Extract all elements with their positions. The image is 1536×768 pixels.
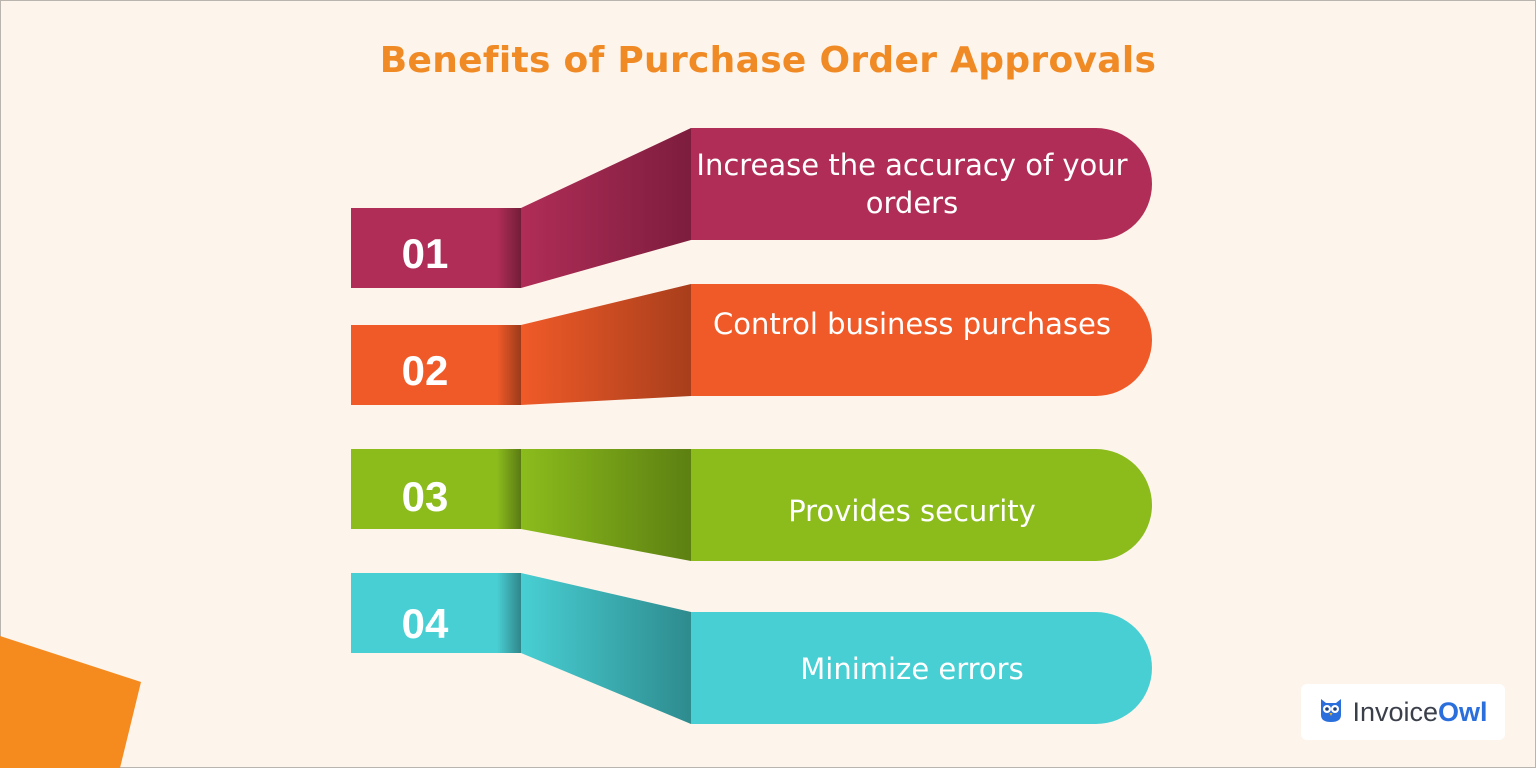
connector-01 [521, 128, 691, 288]
item-number-02: 02 [401, 347, 449, 394]
number-tab-01 [351, 208, 521, 288]
item-label-03: Provides security [788, 494, 1036, 528]
label-pill-04 [691, 612, 1152, 724]
item-number-03: 03 [401, 473, 449, 520]
connector-03 [521, 449, 691, 561]
owl-icon [1318, 695, 1344, 730]
page-title: Benefits of Purchase Order Approvals [379, 40, 1157, 81]
connector-02 [521, 284, 691, 405]
label-pill-02 [691, 284, 1152, 396]
connector-04 [521, 573, 691, 724]
item-label-04: Minimize errors [800, 652, 1024, 686]
ribbon-01 [351, 128, 1152, 288]
corner-decoration [0, 636, 141, 768]
logo-word-invoice: Invoice [1352, 696, 1439, 727]
number-tab-03 [351, 449, 521, 529]
item-label-02: Control business purchases [713, 307, 1111, 341]
number-tab-02 [351, 325, 521, 405]
item-number-04: 04 [401, 600, 449, 647]
item-number-01: 01 [401, 230, 449, 277]
invoiceowl-logo: InvoiceOwl [1301, 684, 1505, 740]
number-tab-04 [351, 573, 521, 653]
ribbon-02 [351, 284, 1152, 405]
ribbon-03 [351, 449, 1152, 561]
ribbon-04 [351, 573, 1152, 724]
logo-word-owl: Owl [1438, 696, 1488, 727]
label-pill-01 [691, 128, 1152, 240]
label-pill-03 [691, 449, 1152, 561]
item-label-01: Increase the accuracy of your orders [696, 148, 1128, 220]
